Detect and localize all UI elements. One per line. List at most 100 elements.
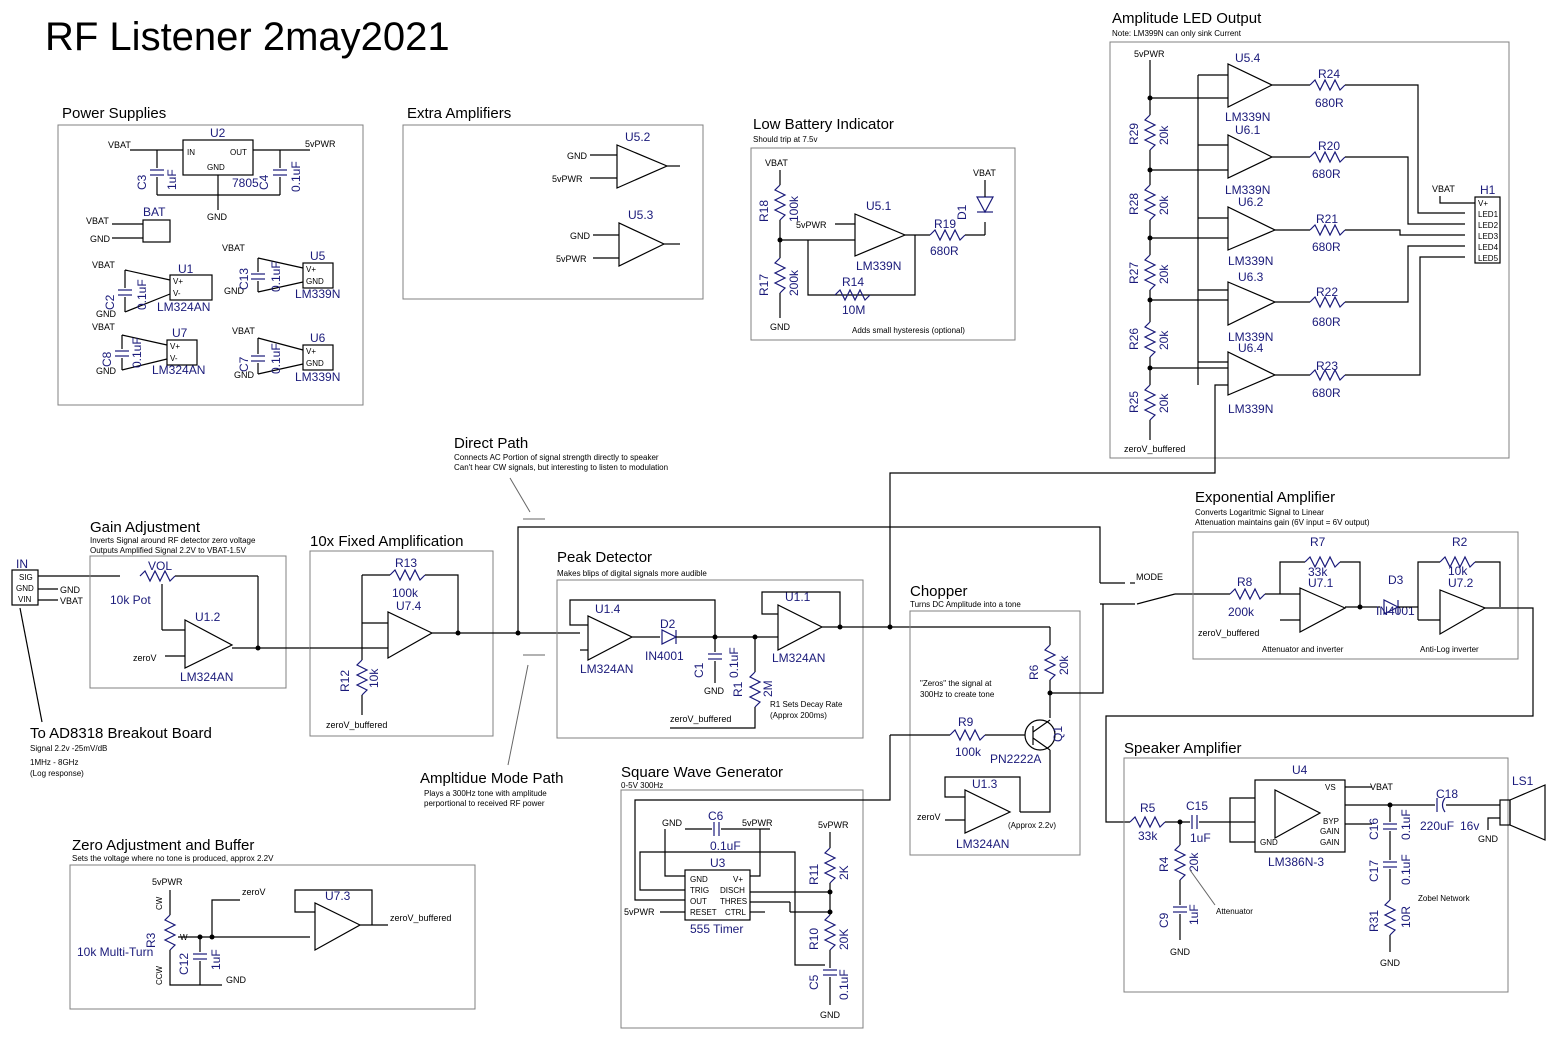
svg-text:C2: C2: [103, 294, 117, 310]
svg-text:zeroV_buffered: zeroV_buffered: [1198, 628, 1259, 638]
svg-text:7805: 7805: [232, 176, 259, 190]
svg-text:10R: 10R: [1399, 906, 1413, 928]
svg-text:V+: V+: [733, 875, 743, 884]
svg-text:1uF: 1uF: [209, 949, 223, 970]
svg-text:GND: GND: [1170, 947, 1191, 957]
svg-text:VBAT: VBAT: [973, 168, 996, 178]
svg-text:10k: 10k: [367, 668, 381, 688]
svg-text:U6: U6: [310, 331, 326, 345]
low-battery-block: Low Battery Indicator Should trip at 7.5…: [750, 116, 1016, 341]
svg-text:Sets the voltage where no tone: Sets the voltage where no tone is produc…: [72, 854, 274, 863]
svg-text:VBAT: VBAT: [1370, 782, 1393, 792]
svg-text:Signal 2.2v -25mV/dB: Signal 2.2v -25mV/dB: [30, 744, 107, 753]
svg-text:LED4: LED4: [1478, 243, 1499, 252]
svg-text:VBAT: VBAT: [1432, 184, 1455, 194]
svg-text:VIN: VIN: [18, 595, 32, 604]
svg-text:100k: 100k: [392, 586, 419, 600]
svg-text:GND: GND: [226, 975, 247, 985]
svg-text:R14: R14: [842, 275, 864, 289]
svg-text:LM324AN: LM324AN: [772, 651, 825, 665]
zero-adjust-block: Zero Adjustment and Buffer Sets the volt…: [69, 837, 476, 1010]
svg-text:C12: C12: [177, 953, 191, 975]
svg-text:100k: 100k: [955, 745, 982, 759]
svg-text:0.1uF: 0.1uF: [1399, 809, 1413, 840]
amplitude-led-block: Amplitude LED Output Note: LM399N can on…: [889, 10, 1510, 628]
svg-text:16v: 16v: [1460, 819, 1479, 833]
svg-text:(Log response): (Log response): [30, 769, 84, 778]
svg-text:LM339N: LM339N: [856, 259, 901, 273]
svg-text:VBAT: VBAT: [86, 216, 109, 226]
svg-text:0.1uF: 0.1uF: [837, 969, 851, 1000]
svg-text:LM339N: LM339N: [1228, 254, 1273, 268]
svg-text:LM339N: LM339N: [295, 370, 340, 384]
svg-text:1MHz - 8GHz: 1MHz - 8GHz: [30, 758, 78, 767]
svg-text:V-: V-: [173, 289, 181, 298]
svg-text:U2: U2: [210, 126, 226, 140]
svg-text:C17: C17: [1367, 860, 1381, 882]
svg-text:GND: GND: [1260, 838, 1278, 847]
svg-text:Inverts Signal around RF detec: Inverts Signal around RF detector zero v…: [90, 536, 256, 545]
gain-adjustment-block: Gain Adjustment Inverts Signal around RF…: [89, 519, 310, 689]
svg-text:1uF: 1uF: [165, 169, 179, 190]
svg-text:U6.1: U6.1: [1235, 123, 1261, 137]
svg-text:LED2: LED2: [1478, 221, 1499, 230]
svg-text:U7.1: U7.1: [1308, 576, 1334, 590]
svg-text:Adds small hysteresis (optiona: Adds small hysteresis (optional): [852, 326, 965, 335]
svg-text:100k: 100k: [787, 195, 801, 222]
svg-text:0.1uF: 0.1uF: [289, 161, 303, 192]
svg-text:GND: GND: [306, 277, 324, 286]
svg-text:VBAT: VBAT: [60, 596, 83, 606]
svg-text:Makes blips of digital signals: Makes blips of digital signals more audi…: [557, 569, 707, 578]
svg-text:IN: IN: [187, 148, 195, 157]
svg-text:20k: 20k: [1157, 195, 1171, 215]
svg-text:Attenuator: Attenuator: [1216, 907, 1253, 916]
svg-text:GND: GND: [96, 309, 117, 319]
svg-text:R12: R12: [338, 670, 352, 692]
svg-text:2M: 2M: [761, 680, 775, 697]
svg-text:Should trip at 7.5v: Should trip at 7.5v: [753, 135, 817, 144]
svg-text:LM324AN: LM324AN: [180, 670, 233, 684]
svg-text:5vPWR: 5vPWR: [818, 820, 849, 830]
amp-mode-path-heading: Ampltidue Mode Path: [420, 770, 563, 787]
svg-text:R7: R7: [1310, 535, 1326, 549]
square-wave-heading: Square Wave Generator: [621, 764, 783, 781]
svg-text:perportional to received RF po: perportional to received RF power: [424, 799, 545, 808]
svg-text:GND: GND: [16, 584, 34, 593]
zero-adjust-heading: Zero Adjustment and Buffer: [72, 837, 254, 854]
svg-text:R4: R4: [1157, 856, 1171, 872]
svg-text:GND: GND: [690, 875, 708, 884]
svg-text:GND: GND: [820, 1010, 841, 1020]
svg-text:V+: V+: [1478, 199, 1488, 208]
svg-text:R31: R31: [1367, 910, 1381, 932]
svg-text:Outputs Amplified Signal 2.2V: Outputs Amplified Signal 2.2V to VBAT-1.…: [90, 546, 247, 555]
extra-amplifiers-block: Extra Amplifiers U5.2 GND 5vPWR U5.3 GND…: [402, 105, 704, 300]
svg-text:C5: C5: [807, 974, 821, 990]
svg-text:680R: 680R: [1312, 386, 1341, 400]
svg-text:0.1uF: 0.1uF: [727, 647, 741, 678]
exponential-amplifier-heading: Exponential Amplifier: [1195, 489, 1335, 506]
svg-text:LED1: LED1: [1478, 210, 1499, 219]
peak-detector-block: Peak Detector Makes blips of digital sig…: [556, 549, 1050, 739]
svg-text:zeroV_buffered: zeroV_buffered: [326, 720, 387, 730]
svg-text:0.1uF: 0.1uF: [135, 279, 149, 310]
svg-text:(Approx 200ms): (Approx 200ms): [770, 711, 827, 720]
svg-text:D3: D3: [1388, 573, 1404, 587]
svg-text:C6: C6: [708, 809, 724, 823]
svg-text:LM324AN: LM324AN: [152, 363, 205, 377]
svg-text:LS1: LS1: [1512, 774, 1534, 788]
svg-text:Converts Logaritmic Signal to: Converts Logaritmic Signal to Linear: [1195, 508, 1324, 517]
svg-text:zeroV: zeroV: [917, 812, 941, 822]
svg-text:IN: IN: [16, 557, 28, 571]
svg-text:R8: R8: [1237, 575, 1253, 589]
input-connector: IN SIG GND VIN GND VBAT To AD8318 Breako…: [11, 557, 212, 778]
svg-text:C1: C1: [692, 662, 706, 678]
svg-text:VBAT: VBAT: [108, 140, 131, 150]
svg-text:U7.4: U7.4: [396, 599, 422, 613]
svg-text:Turns DC Amplitude into a tone: Turns DC Amplitude into a tone: [910, 600, 1021, 609]
svg-text:zeroV: zeroV: [133, 653, 157, 663]
svg-text:Can't hear CW signals, but int: Can't hear CW signals, but interesting t…: [454, 463, 668, 472]
svg-text:LM386N-3: LM386N-3: [1268, 855, 1324, 869]
svg-text:THRES: THRES: [720, 897, 747, 906]
svg-text:R27: R27: [1127, 262, 1141, 284]
